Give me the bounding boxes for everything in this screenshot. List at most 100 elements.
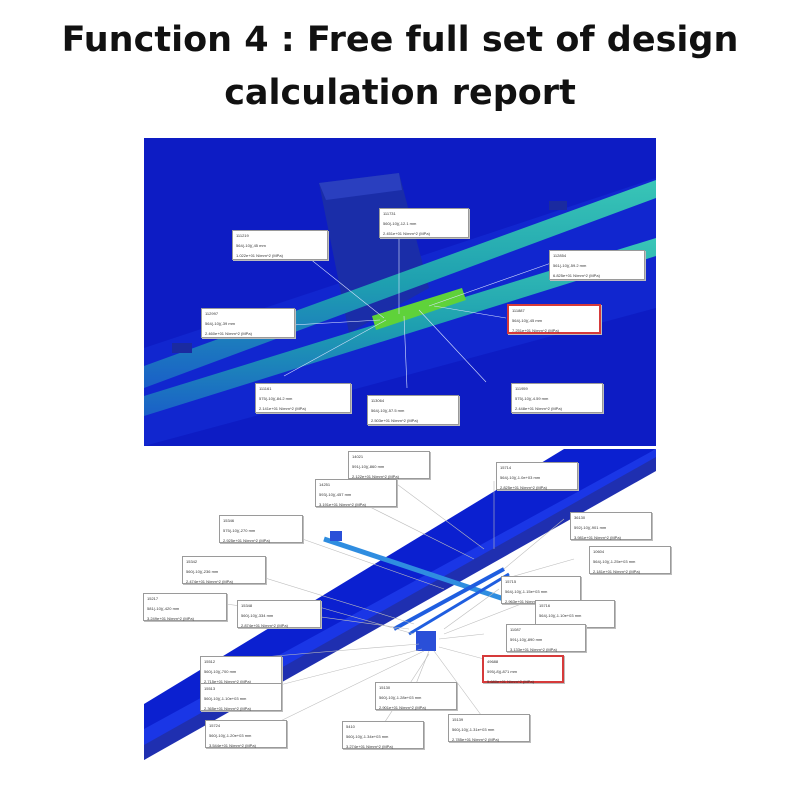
callout-position: 560(-10)(-12.1 mm	[383, 221, 417, 226]
callout-node-id: 15715	[505, 579, 517, 584]
callout-position: 561(-10)(-59.2 mm	[553, 263, 587, 268]
callout-stress-value: 2.503e+01 N/mm^2 (MPa)	[371, 418, 418, 423]
callout-node-id: 15348	[241, 603, 253, 608]
headline-line-2: calculation report	[224, 73, 576, 113]
callout-stress-value: 3.249e+01 N/mm^2 (MPa)	[147, 616, 194, 621]
callout-stress-value: 2.963e+01 N/mm^2 (MPa)	[505, 599, 552, 604]
callout-position: 564(-10)(-1.25e+03 mm	[593, 559, 636, 564]
callout-stress-value: 2.181e+01 N/mm^2 (MPa)	[593, 569, 640, 574]
callout-node-id: 11087	[510, 627, 521, 632]
callout-position: 591(-10)(-860 mm	[352, 464, 385, 469]
callout-node-id: 49688	[487, 659, 499, 664]
callout-stress-value: 2.141e+01 N/mm^2 (MPa)	[259, 406, 306, 411]
callout-stress-value: 1.022e+01 N/mm^2 (MPa)	[236, 253, 283, 258]
callout-position: 564(-10)(-39 mm	[205, 321, 236, 326]
callout-node-id: 15139	[452, 717, 464, 722]
callout-position: 575(-10)(-4.59 mm	[515, 396, 549, 401]
callout-node-id: 15724	[209, 723, 221, 728]
stress-probe-callout: 15217 581(-10)(-420 mm 3.249e+01 N/mm^2 (M…	[143, 593, 227, 621]
high-stress-zone	[372, 288, 466, 330]
callout-node-id: 112997	[205, 311, 219, 316]
callout-stress-value: 5.680e+01 N/mm^2 (MPa)	[487, 679, 534, 684]
callout-position: 560(-10)(-1.34e+03 mm	[346, 734, 389, 739]
vertical-member-top	[319, 173, 402, 200]
callout-position: 564(-10)(,45 mm	[236, 243, 266, 248]
callout-position: 560(-10)(-1.31e+03 mm	[452, 727, 495, 732]
lower-beam	[144, 238, 656, 416]
stress-probe-callout: 15513 560(-10)(-1.10e+03 mm 2.365e+01 N/mm…	[200, 683, 282, 711]
callout-position: 564(-10)(-1.15e+03 mm	[505, 589, 548, 594]
callout-position: 575(-10)(-270 mm	[223, 528, 256, 533]
callout-stress-value: 6.825e+01 N/mm^2 (MPa)	[553, 273, 600, 278]
callout-position: 575(-10)(-84.2 mm	[259, 396, 293, 401]
callout-node-id: 113064	[371, 398, 385, 403]
callout-node-id: 15512	[204, 659, 216, 664]
callout-node-id: 111219	[236, 233, 249, 238]
callout-position: 591(-10)(-890 mm	[510, 637, 543, 642]
callout-node-id: 111731	[383, 211, 396, 216]
fea-mesh-top	[144, 138, 656, 446]
callout-stress-value: 2.365e+01 N/mm^2 (MPa)	[204, 706, 251, 711]
support-bracket-right	[549, 201, 567, 210]
callout-stress-value: 2.825e+01 N/mm^2 (MPa)	[500, 485, 547, 490]
callout-stress-value: 2.785e+01 N/mm^2 (MPa)	[452, 737, 499, 742]
stress-probe-callout: 11087 591(-10)(-890 mm 3.133e+01 N/mm^2 (M…	[506, 624, 586, 652]
stress-probe-callout: 15346 575(-10)(-270 mm 2.925e+01 N/mm^2 (M…	[219, 515, 303, 543]
callout-stress-value: 3.981e+01 N/mm^2 (MPa)	[574, 535, 621, 540]
stress-probe-callout: 111219 564(-10)(,45 mm 1.022e+01 N/mm^2 (M…	[232, 230, 328, 260]
callout-node-id: 112854	[553, 253, 567, 258]
stress-probe-callout: 15139 560(-10)(-1.31e+03 mm 2.785e+01 N/mm…	[448, 714, 530, 742]
callout-position: 560(-10)(-1.28e+03 mm	[379, 695, 422, 700]
callout-position: 560(-10)(-1.10e+03 mm	[204, 696, 247, 701]
stress-probe-callout: 111161 575(-10)(-84.2 mm 2.141e+01 N/mm^2 …	[255, 383, 351, 413]
callout-stress-value: 2.460e+01 N/mm^2 (MPa)	[205, 331, 252, 336]
callout-position: 593(-10)(-457 mm	[319, 492, 352, 497]
cross-brace	[323, 536, 505, 602]
callout-node-id: 15513	[204, 686, 216, 691]
callout-position: 564(-10)(-45 mm	[512, 318, 543, 323]
callout-node-id: 15346	[223, 518, 235, 523]
support-bracket-left	[172, 343, 192, 353]
callout-stress-value: 3.133e+01 N/mm^2 (MPa)	[510, 647, 557, 652]
callout-position: 564(-10)(-57.5 mm	[371, 408, 405, 413]
callout-node-id: 111959	[515, 386, 528, 391]
callout-node-id: 15714	[500, 465, 512, 470]
callout-stress-value: 2.474e+01 N/mm^2 (MPa)	[186, 579, 233, 584]
callout-stress-value: 2.901e+01 N/mm^2 (MPa)	[379, 705, 426, 710]
stress-probe-callout: 113064 564(-10)(-57.5 mm 2.503e+01 N/mm^2 …	[367, 395, 459, 425]
callout-stress-value: 3.274e+01 N/mm^2 (MPa)	[346, 744, 393, 749]
callout-position: 592(-10)(-901 mm	[574, 525, 607, 530]
callout-stress-value: 3.191e+01 N/mm^2 (MPa)	[319, 502, 366, 507]
page-headline: Function 4 : Free full set of design cal…	[0, 14, 800, 120]
callout-node-id: 15716	[539, 603, 551, 608]
callout-position: 564(-10)(-1.10e+03 mm	[539, 613, 582, 618]
diagonal-brace-2	[408, 572, 510, 636]
callout-stress-value: 2.925e+01 N/mm^2 (MPa)	[223, 538, 270, 543]
callout-node-id: 15342	[186, 559, 198, 564]
callout-stress-value: 2.874e+01 N/mm^2 (MPa)	[241, 623, 288, 628]
callout-node-id: 111887	[512, 308, 525, 313]
callout-stress-value: 2.122e+01 N/mm^2 (MPa)	[352, 474, 399, 479]
diagonal-brace-1	[393, 567, 505, 631]
callout-stress-value: 3.544e+01 N/mm^2 (MPa)	[209, 743, 256, 748]
headline-line-1: Function 4 : Free full set of design	[61, 20, 739, 60]
callout-node-id: 15217	[147, 596, 159, 601]
callout-node-id: 10604	[593, 549, 605, 554]
stress-probe-callout: 111887 564(-10)(-45 mm 7.251e+01 N/mm^2 (M…	[507, 304, 601, 334]
joint-plate-upper	[330, 531, 342, 541]
joint-plate	[416, 631, 436, 651]
callout-position: 581(-10)(-420 mm	[147, 606, 180, 611]
callout-stress-value: 7.251e+01 N/mm^2 (MPa)	[512, 328, 559, 333]
callout-node-id: 111161	[259, 386, 272, 391]
